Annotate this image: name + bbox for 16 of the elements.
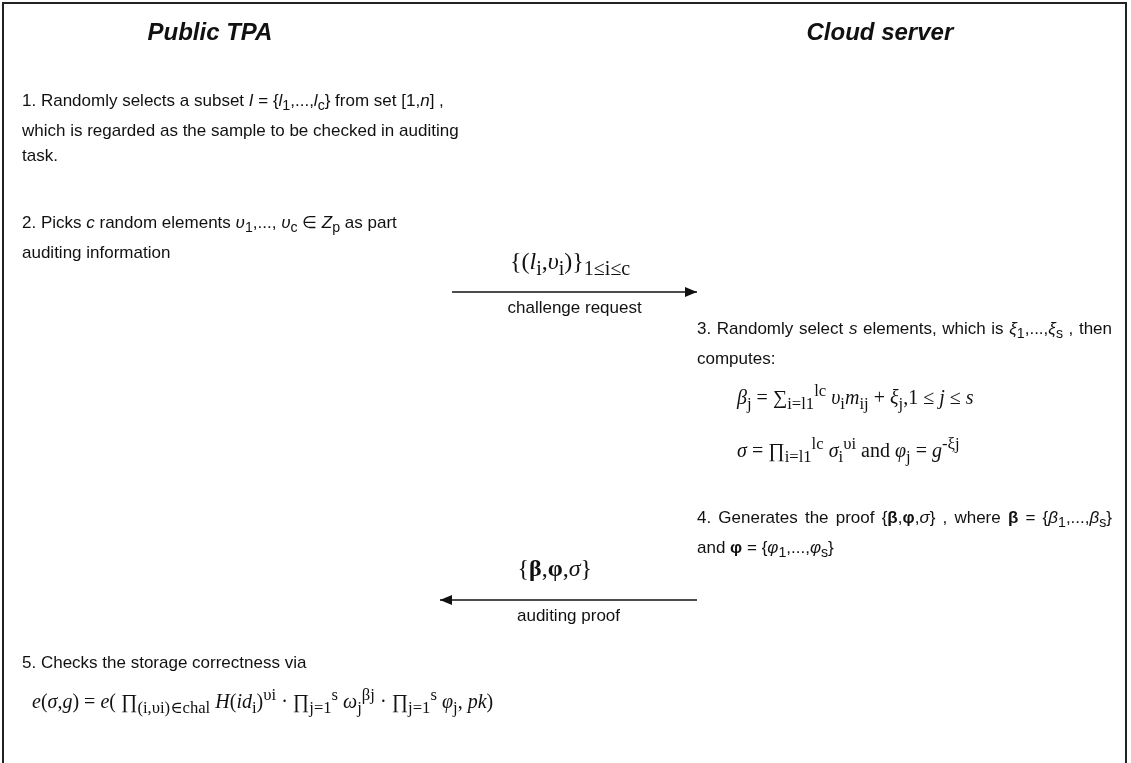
arrow <box>451 287 698 297</box>
step-text: 5. Checks the storage correctness via <box>22 652 308 674</box>
step-text: 4. Generates the proof {β,φ,σ} , where β = {β$_{1}$,...,β$_{s}$} and φ = {φ$_{1}$,...,φ$_{s}$} <box>697 507 1112 563</box>
message-formula: {β,φ,σ} <box>517 555 593 582</box>
step-text: 3. Randomly select s elements, which is ξ$_{1}$,...,ξ$_{s}$ , then computes: <box>697 318 1112 371</box>
formula: σ = ∏$_{i=l1}$$^{lc}$ σ$_{i}$$^{υi}$ and φ$_{j}$ = g$^{-ξj}$ <box>736 433 961 468</box>
edge-label: auditing proof <box>515 606 623 626</box>
edge-label: challenge request <box>505 298 644 318</box>
column-heading: Public TPA <box>147 18 273 46</box>
arrow <box>439 595 698 605</box>
step-text: 2. Picks c random elements υ$_{1}$,..., υ$_{c}$ ∈ Z$_{p}$ as part auditing information <box>22 212 398 265</box>
column-heading: Cloud server <box>806 18 954 46</box>
formula: β$_{j}$ = ∑$_{i=l1}$$^{lc}$ υ$_{i}$m$_{ij}$ + ξ$_{j}$,1 ≤ j ≤ s <box>735 380 975 416</box>
formula: e(σ,g) = e( ∏$_{(i,υi)∈chal}$ H(id$_{i}$)$^{υi}$ · ∏$_{j=1}$$^{s}$ ω$_{j}$$^{βj}$ · ∏$_{j=1}$$^{s}$ φ$_{j}$, pk) <box>31 684 495 719</box>
message-formula: {(l$_{i}$,υ$_{i}$)}$_{1≤i≤c}$ <box>510 248 631 280</box>
step-text: 1. Randomly selects a subset I = {l$_{1}$,...,l$_{c}$} from set [1,n] , which is regarded as the sample to be checked in auditing task. <box>22 90 460 168</box>
